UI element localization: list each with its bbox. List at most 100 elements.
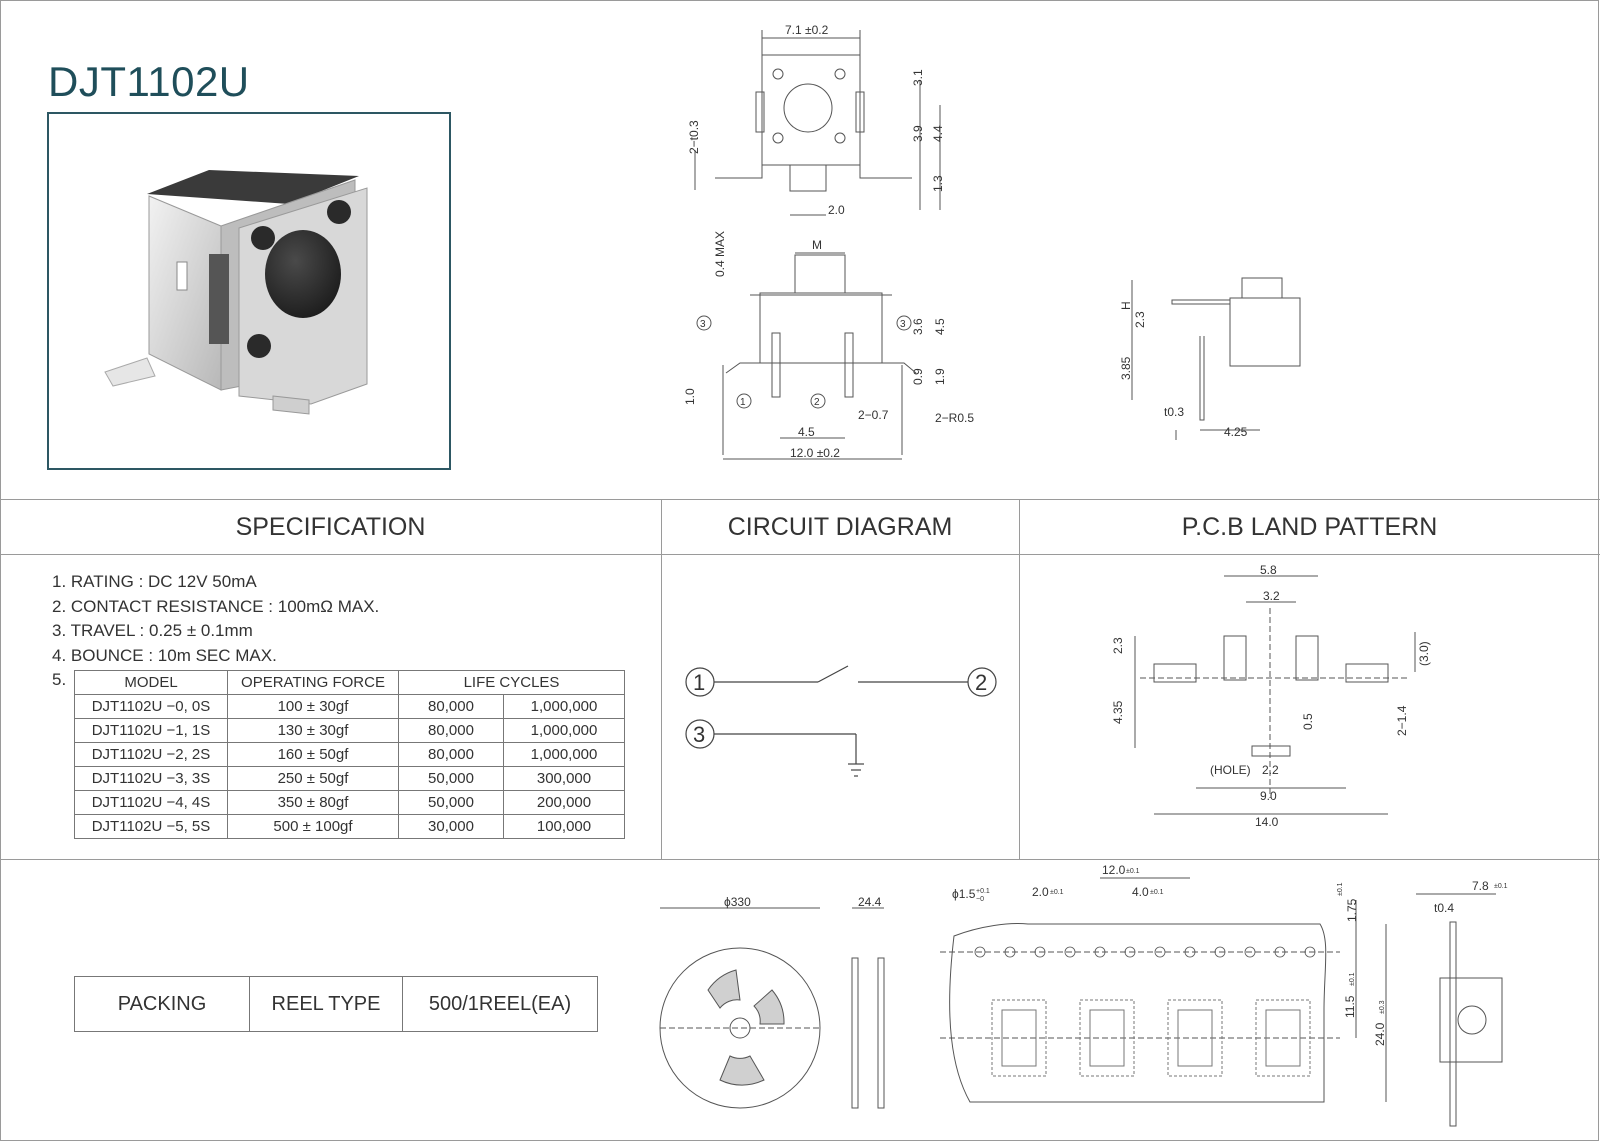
dim-1-0: 1.0 bbox=[683, 388, 697, 405]
reel-drawing: ϕ330 24.4 bbox=[659, 895, 885, 1109]
header-model: MODEL bbox=[74, 670, 228, 695]
section-pcb-land-pattern: P.C.B LAND PATTERN bbox=[1181, 513, 1438, 541]
tape-dim-7-8-tol: ±0.1 bbox=[1494, 883, 1508, 890]
top-view-drawing: 7.1 ±0.2 3.1 3.9 4.4 1.3 2.0 2−t0.3 bbox=[687, 23, 945, 217]
pcb-dim-14-0: 14.0 bbox=[1255, 815, 1279, 829]
header-life-cycles: LIFE CYCLES bbox=[398, 670, 625, 695]
cell-life-b: 1,000,000 bbox=[503, 694, 625, 719]
cell-force: 130 ± 30gf bbox=[227, 718, 399, 743]
cell-life-a: 80,000 bbox=[398, 694, 504, 719]
dim-3-9: 3.9 bbox=[911, 125, 925, 142]
cell-model: DJT1102U −0, 0S bbox=[74, 694, 228, 719]
tape-pitch-12-tol: ±0.1 bbox=[1126, 868, 1140, 875]
side-dim-3-85: 3.85 bbox=[1119, 356, 1133, 380]
table-row: DJT1102U −2, 2S 160 ± 50gf 80,000 1,000,… bbox=[74, 742, 625, 767]
side-h: H bbox=[1119, 301, 1133, 310]
pcb-land-pattern: 5.8 3.2 2.3 (3.0) 4.35 0.5 2−1.4 (HOLE) … bbox=[1111, 563, 1431, 829]
cell-force: 350 ± 80gf bbox=[227, 790, 399, 815]
tape-dim-7-8: 7.8 bbox=[1472, 879, 1489, 893]
pcb-dim-0-5: 0.5 bbox=[1301, 713, 1315, 730]
cell-life-a: 50,000 bbox=[398, 790, 504, 815]
tape-pitch-2: 2.0 bbox=[1032, 885, 1049, 899]
divider-bottom bbox=[0, 859, 1600, 860]
switch-render-illustration bbox=[104, 170, 368, 415]
tape-hole-tol-up: +0.1 bbox=[976, 888, 990, 895]
spec-list: 1. RATING : DC 12V 50mA 2. CONTACT RESIS… bbox=[52, 570, 379, 693]
cell-model: DJT1102U −5, 5S bbox=[74, 814, 228, 839]
cell-life-b: 200,000 bbox=[503, 790, 625, 815]
tape-t0-4: t0.4 bbox=[1434, 901, 1454, 915]
packing-qty: 500/1REEL(EA) bbox=[402, 976, 598, 1032]
dim-3-1: 3.1 bbox=[911, 69, 925, 86]
circuit-diagram: 1 2 3 bbox=[685, 665, 997, 777]
packing-table: PACKING REEL TYPE 500/1REEL(EA) bbox=[74, 976, 598, 1032]
tape-hole-dia: ϕ1.5 bbox=[952, 887, 976, 901]
dim-2-t0-3: 2−t0.3 bbox=[687, 120, 701, 154]
pcb-dim-2-1-4: 2−1.4 bbox=[1395, 705, 1409, 736]
spec-item: 3. TRAVEL : 0.25 ± 0.1mm bbox=[52, 621, 253, 640]
dim-4-5-h: 4.5 bbox=[933, 318, 947, 335]
circuit-pin-1: 1 bbox=[693, 670, 705, 695]
spec-item: 1. RATING : DC 12V 50mA bbox=[52, 572, 257, 591]
table-row: DJT1102U −0, 0S 100 ± 30gf 80,000 1,000,… bbox=[74, 694, 625, 719]
cell-model: DJT1102U −4, 4S bbox=[74, 790, 228, 815]
pcb-dim-4-35: 4.35 bbox=[1111, 700, 1125, 724]
pcb-dim-3-2: 3.2 bbox=[1263, 589, 1280, 603]
tape-dim-24-0: 24.0 bbox=[1373, 1022, 1387, 1046]
side-t0-3: t0.3 bbox=[1164, 405, 1184, 419]
front-width-label: 12.0 ±0.2 bbox=[790, 446, 840, 460]
table-row: DJT1102U −5, 5S 500 ± 100gf 30,000 100,0… bbox=[74, 814, 625, 839]
dim-2-0: 2.0 bbox=[828, 203, 845, 217]
circuit-pin-2: 2 bbox=[975, 670, 987, 695]
divider-top bbox=[0, 499, 1600, 500]
dim-3-6: 3.6 bbox=[911, 318, 925, 335]
tape-dim-1-75: 1.75 bbox=[1345, 898, 1359, 922]
cell-life-b: 300,000 bbox=[503, 766, 625, 791]
divider-spec-circuit bbox=[661, 499, 662, 859]
dim-4-4: 4.4 bbox=[931, 125, 945, 142]
pin-3-label-left: 3 bbox=[700, 319, 706, 330]
side-view-drawing: H 2.3 3.85 t0.3 4.25 bbox=[1119, 277, 1301, 440]
cell-force: 250 ± 50gf bbox=[227, 766, 399, 791]
product-photo bbox=[47, 112, 451, 470]
pcb-dim-2-2: 2.2 bbox=[1262, 763, 1279, 777]
dim-2-r0-5: 2−R0.5 bbox=[935, 411, 974, 425]
spec-item: 5. bbox=[52, 670, 67, 689]
tape-pitch-2-tol: ±0.1 bbox=[1050, 889, 1064, 896]
dim-4-5-w: 4.5 bbox=[798, 425, 815, 439]
dim-m: M bbox=[812, 238, 822, 252]
cell-life-b: 100,000 bbox=[503, 814, 625, 839]
cell-life-a: 30,000 bbox=[398, 814, 504, 839]
packing-type: REEL TYPE bbox=[249, 976, 403, 1032]
circuit-pin-3: 3 bbox=[693, 722, 705, 747]
pin-3-label-right: 3 bbox=[900, 319, 906, 330]
tape-dim-24-0-tol: ±0.3 bbox=[1379, 1000, 1386, 1014]
cell-model: DJT1102U −3, 3S bbox=[74, 766, 228, 791]
reel-diameter: ϕ330 bbox=[724, 895, 751, 909]
section-circuit-diagram: CIRCUIT DIAGRAM bbox=[727, 513, 953, 541]
pcb-dim-3-0: (3.0) bbox=[1417, 641, 1431, 666]
cell-life-a: 50,000 bbox=[398, 766, 504, 791]
dim-0-4-max: 0.4 MAX bbox=[713, 231, 727, 277]
product-title: DJT1102U bbox=[48, 58, 250, 105]
packing-label: PACKING bbox=[74, 976, 250, 1032]
front-view-drawing: 0.4 MAX M 3.6 4.5 0.9 1.9 1.0 2−0.7 2−R0… bbox=[683, 231, 974, 460]
cell-model: DJT1102U −2, 2S bbox=[74, 742, 228, 767]
tape-dim-1-75-tol: ±0.1 bbox=[1337, 882, 1344, 896]
tape-pitch-4: 4.0 bbox=[1132, 885, 1149, 899]
pin-1-label: 1 bbox=[740, 397, 746, 408]
pcb-hole-label: (HOLE) bbox=[1210, 763, 1251, 777]
top-width-label: 7.1 ±0.2 bbox=[785, 23, 829, 37]
model-table: MODEL OPERATING FORCE LIFE CYCLES DJT110… bbox=[74, 670, 625, 839]
table-row: DJT1102U −1, 1S 130 ± 30gf 80,000 1,000,… bbox=[74, 718, 625, 743]
cell-force: 500 ± 100gf bbox=[227, 814, 399, 839]
tape-pitch-12: 12.0 bbox=[1102, 863, 1126, 877]
table-row: DJT1102U −4, 4S 350 ± 80gf 50,000 200,00… bbox=[74, 790, 625, 815]
spec-item: 2. CONTACT RESISTANCE : 100mΩ MAX. bbox=[52, 596, 380, 616]
dim-1-9: 1.9 bbox=[933, 368, 947, 385]
pin-2-label: 2 bbox=[814, 397, 820, 408]
reel-width: 24.4 bbox=[858, 895, 882, 909]
section-specification: SPECIFICATION bbox=[235, 513, 426, 541]
header-operating-force: OPERATING FORCE bbox=[227, 670, 399, 695]
dim-1-3: 1.3 bbox=[931, 175, 945, 192]
